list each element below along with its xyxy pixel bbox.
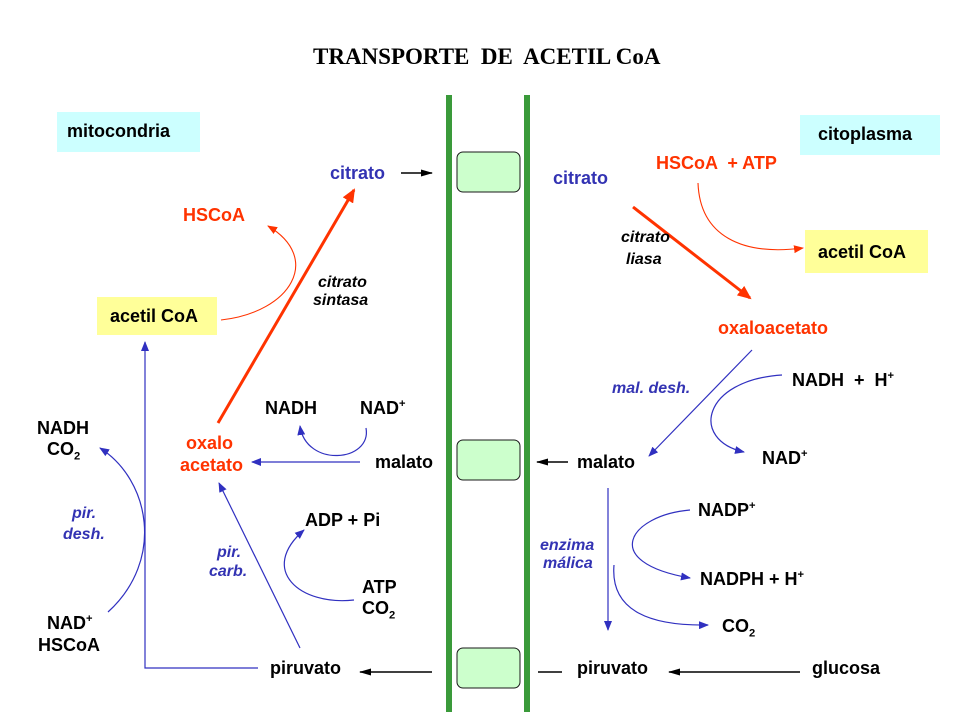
nad-superscript: +: [399, 398, 406, 410]
nad-base-text: NAD: [360, 398, 399, 418]
arrow-to-co2: [613, 564, 709, 630]
malate-transporter: [456, 439, 521, 481]
mito-hscoa-label: HSCoA: [183, 205, 245, 225]
glucose-label: glucosa: [812, 658, 881, 678]
pdh-hscoa-label: HSCoA: [38, 635, 100, 655]
pyruvate-dehydrogenase-label-line1: pir.: [72, 505, 97, 522]
mito-nadh-label: NADH: [265, 398, 317, 418]
pdh-nadh-label: NADH: [37, 418, 89, 438]
arrow-citrate-to-oxaloacetate: [632, 205, 752, 300]
nad-base-text: NAD: [47, 613, 86, 633]
nadp-plus-label: NADP+: [698, 500, 756, 520]
arrow-oxaloacetate-to-malate: [648, 349, 753, 457]
nad-superscript: +: [86, 613, 93, 625]
cyto-hscoa-atp-label: HSCoA + ATP: [656, 153, 777, 173]
arrow-nadh-to-nad: [710, 374, 783, 454]
arrow-pyruvate-to-oxaloacetate: [218, 482, 301, 649]
co2-base-text: CO: [362, 598, 389, 618]
nad-base-text: NAD: [762, 448, 801, 468]
cyto-nad-plus-label: NAD+: [762, 448, 808, 468]
malic-enzyme-label-line2: málica: [543, 555, 593, 572]
mitochondria-label-box: mitocondria: [57, 112, 200, 152]
pdh-co2-label: CO2: [47, 439, 80, 462]
citrate-synthase-label-line2: sintasa: [313, 292, 369, 309]
citrate-transporter: [456, 151, 521, 193]
cyto-co2-label: CO2: [722, 616, 755, 639]
mito-pyruvate-label: piruvato: [270, 658, 342, 678]
pyruvate-transporter: [456, 647, 521, 689]
nadh-h-base-text: NADH + H: [792, 370, 888, 390]
nad-superscript: +: [801, 448, 808, 460]
cyto-oxaloacetate-label: oxaloacetato: [718, 318, 829, 338]
malate-dehydrogenase-label: mal. desh.: [612, 380, 691, 397]
cytoplasm-label-box: citoplasma: [800, 115, 940, 155]
arrow-nad-hscoa-to-nadh-co2: [99, 447, 146, 613]
citrate-synthase-label-line1: citrato: [318, 274, 367, 291]
cyto-nadh-h-label: NADH + H+: [792, 370, 894, 390]
h-superscript: +: [887, 370, 895, 382]
mito-nad-plus-label: NAD+: [360, 398, 406, 418]
pyruvate-carboxylase-label-line2: carb.: [209, 563, 248, 580]
citrate-lyase-label-line1: citrato: [621, 229, 670, 246]
co2-base-text: CO: [722, 616, 749, 636]
mito-oxaloacetate-label-line1: oxalo: [186, 433, 234, 453]
pc-atp-label: ATP: [362, 577, 397, 597]
pc-co2-label: CO2: [362, 598, 395, 621]
nadph-h-label: NADPH + H+: [700, 569, 804, 589]
nadp-base-text: NADP: [698, 500, 750, 520]
arrow-pyruvate-to-acetyl-coa: [141, 341, 258, 669]
pyruvate-carboxylase-label-line1: pir.: [217, 544, 242, 561]
mito-malate-label: malato: [375, 452, 434, 472]
cyto-acetyl-coa-box: acetil CoA: [805, 230, 928, 273]
mito-oxaloacetate-label-line2: acetato: [180, 455, 244, 475]
malic-enzyme-label-line1: enzima: [540, 537, 595, 554]
arrow-oxaloacetate-to-citrate: [216, 188, 356, 424]
mitochondria-label: mitocondria: [67, 121, 171, 141]
mito-acetyl-coa-box: acetil CoA: [97, 297, 217, 335]
cyto-malate-label: malato: [577, 452, 636, 472]
arrow-nad-to-nadh: [297, 425, 367, 457]
nadph-h-base-text: NADPH + H: [700, 569, 798, 589]
arrow-nadp-to-nadph: [631, 509, 691, 581]
h-superscript: +: [797, 569, 805, 581]
co2-base-text: CO: [47, 439, 74, 459]
co2-subscript: 2: [389, 609, 396, 622]
pdh-nad-plus-label: NAD+: [47, 613, 93, 633]
adp-pi-label: ADP + Pi: [305, 510, 381, 530]
mito-citrate-label: citrato: [330, 163, 386, 183]
cyto-acetyl-coa-label: acetil CoA: [818, 242, 907, 262]
co2-subscript: 2: [749, 627, 756, 640]
cyto-citrate-label: citrato: [553, 168, 609, 188]
arrow-atp-to-adp: [283, 529, 355, 602]
arrow-hscoa-atp-to-acetyl-coa: [697, 182, 804, 254]
mito-acetyl-coa-label: acetil CoA: [110, 306, 199, 326]
citrate-lyase-label-line2: liasa: [626, 251, 662, 268]
cyto-pyruvate-label: piruvato: [577, 658, 649, 678]
arrow-acetyl-coa-to-hscoa: [220, 225, 297, 321]
nadp-superscript: +: [749, 500, 756, 512]
diagram-title: TRANSPORTE DE ACETIL CoA: [313, 44, 661, 69]
co2-subscript: 2: [74, 450, 81, 463]
cytoplasm-label: citoplasma: [818, 124, 913, 144]
pyruvate-dehydrogenase-label-line2: desh.: [63, 526, 105, 543]
